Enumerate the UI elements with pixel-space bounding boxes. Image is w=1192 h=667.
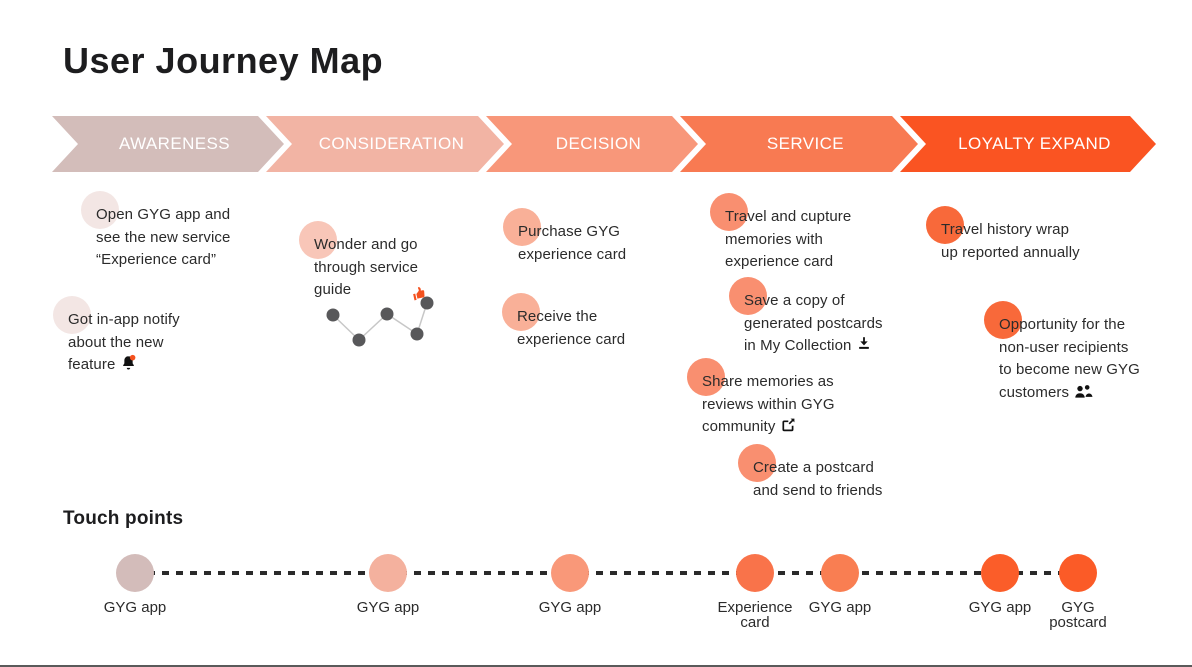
- stage-label: CONSIDERATION: [318, 134, 465, 153]
- touch-point-dot: [1059, 554, 1097, 592]
- journey-item-text: Purchase GYG experience card: [518, 223, 627, 263]
- bullet-circle: [81, 191, 119, 229]
- touch-point-label: GYG app: [538, 599, 602, 616]
- bullet-circle: [502, 293, 540, 331]
- stage-arrow-decision: DECISION: [486, 116, 698, 172]
- journey-item: Open GYG app and see the new service “Ex…: [81, 191, 249, 272]
- touch-points-heading: Touch points: [63, 508, 184, 529]
- journey-item-text: Travel and cupture memories with experie…: [725, 208, 852, 270]
- journey-item-text: Open GYG app and see the new service “Ex…: [96, 206, 231, 268]
- touch-point-dot: [551, 554, 589, 592]
- journey-item: Wonder and go through service guide: [299, 221, 439, 302]
- journey-item-text: Create a postcard and send to friends: [753, 459, 883, 499]
- share-external-icon: [782, 418, 795, 432]
- stage-label: LOYALTY EXPAND: [958, 134, 1111, 153]
- touch-point-label: GYG app: [356, 599, 420, 616]
- journey-item: Travel history wrap up reported annually: [926, 206, 1091, 264]
- bullet-circle: [738, 444, 776, 482]
- touch-point-dot: [736, 554, 774, 592]
- journey-item: Opportunity for the non-user recipients …: [984, 301, 1149, 404]
- touch-points-dashed-line: [134, 571, 1080, 575]
- bullet-circle: [729, 277, 767, 315]
- bullet-circle: [926, 206, 964, 244]
- bullet-circle: [53, 296, 91, 334]
- touch-point-label: GYG postcard: [1049, 599, 1107, 631]
- stage-arrow-consideration: CONSIDERATION: [266, 116, 504, 172]
- touch-point-label: GYG app: [103, 599, 167, 616]
- journey-item-text: Got in-app notify about the new feature: [68, 311, 180, 373]
- journey-item: Save a copy of generated postcards in My…: [729, 277, 904, 358]
- bell-icon: [123, 354, 136, 370]
- journey-item: Receive the experience card: [502, 293, 637, 351]
- download-icon: [859, 337, 870, 349]
- thumbs-up-icon: [413, 287, 425, 301]
- touch-point-label: Experience card: [717, 599, 793, 631]
- stage-arrow-loyalty-expand: LOYALTY EXPAND: [900, 116, 1156, 172]
- journey-item-text: Share memories as reviews within GYG com…: [702, 373, 835, 435]
- journey-item: Purchase GYG experience card: [503, 208, 638, 266]
- journey-item-text: Wonder and go through service guide: [314, 236, 419, 298]
- journey-item: Share memories as reviews within GYG com…: [687, 358, 847, 439]
- page-title: User Journey Map: [63, 40, 384, 81]
- stage-label: AWARENESS: [119, 134, 230, 153]
- journey-item: Create a postcard and send to friends: [738, 444, 898, 502]
- bullet-circle: [503, 208, 541, 246]
- stage-label: SERVICE: [766, 134, 845, 153]
- bullet-circle: [710, 193, 748, 231]
- stage-arrow-service: SERVICE: [680, 116, 918, 172]
- service-guide-zigzag-chart: [326, 296, 434, 347]
- journey-item-text: Receive the experience card: [517, 308, 626, 348]
- bullet-circle: [299, 221, 337, 259]
- bullet-circle: [984, 301, 1022, 339]
- touch-point-dot: [821, 554, 859, 592]
- people-icon: [1075, 384, 1093, 398]
- journey-item-text: Opportunity for the non-user recipients …: [999, 316, 1140, 401]
- journey-item: Got in-app notify about the new feature: [53, 296, 198, 377]
- stage-arrow-awareness: AWARENESS: [52, 116, 284, 172]
- journey-item: Travel and cupture memories with experie…: [710, 193, 865, 274]
- stage-label: DECISION: [555, 134, 642, 153]
- touch-point-dot: [981, 554, 1019, 592]
- journey-item-text: Travel history wrap up reported annually: [941, 221, 1080, 261]
- touch-point-label: GYG app: [808, 599, 872, 616]
- journey-item-text: Save a copy of generated postcards in My…: [744, 292, 883, 354]
- touch-point-dot: [116, 554, 154, 592]
- touch-point-label: GYG app: [968, 599, 1032, 616]
- bullet-circle: [687, 358, 725, 396]
- bottom-edge-line: [0, 665, 1192, 667]
- touch-point-dot: [369, 554, 407, 592]
